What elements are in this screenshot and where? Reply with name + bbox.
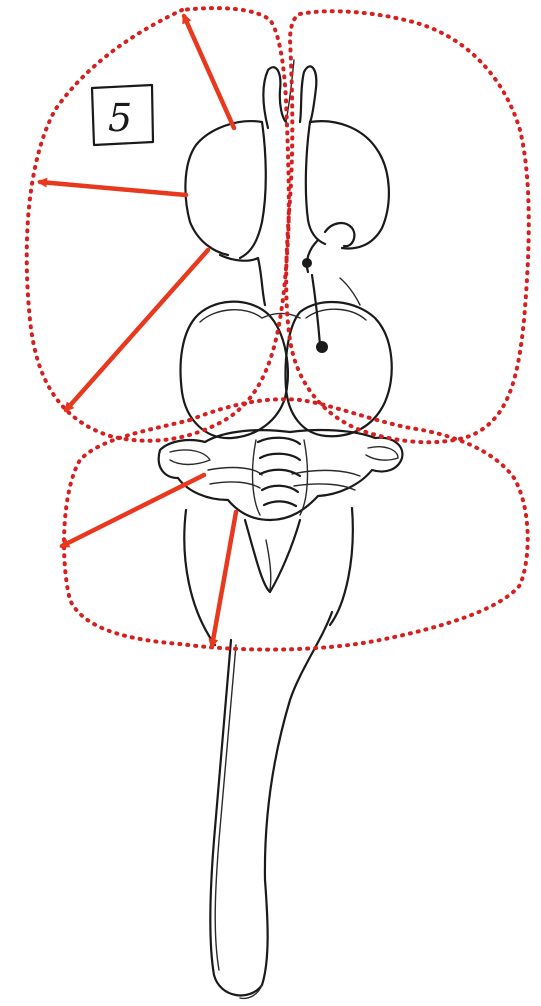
arrow-hindbrain-left bbox=[62, 475, 204, 546]
region-hindbrain bbox=[64, 399, 528, 649]
region-right-forebrain bbox=[286, 11, 529, 442]
arrow-left bbox=[40, 182, 186, 195]
pineal-dot bbox=[302, 258, 312, 268]
region-left-forebrain bbox=[27, 8, 289, 441]
arrow-hindbrain-down bbox=[212, 512, 236, 646]
pointer-arrows bbox=[40, 16, 236, 646]
spinal-cord bbox=[210, 612, 332, 998]
figure-label-box: 5 bbox=[92, 85, 153, 145]
figure-label: 5 bbox=[108, 96, 132, 140]
cerebellum bbox=[159, 430, 403, 520]
arrow-up bbox=[184, 16, 234, 128]
pituitary-dot bbox=[316, 341, 328, 353]
